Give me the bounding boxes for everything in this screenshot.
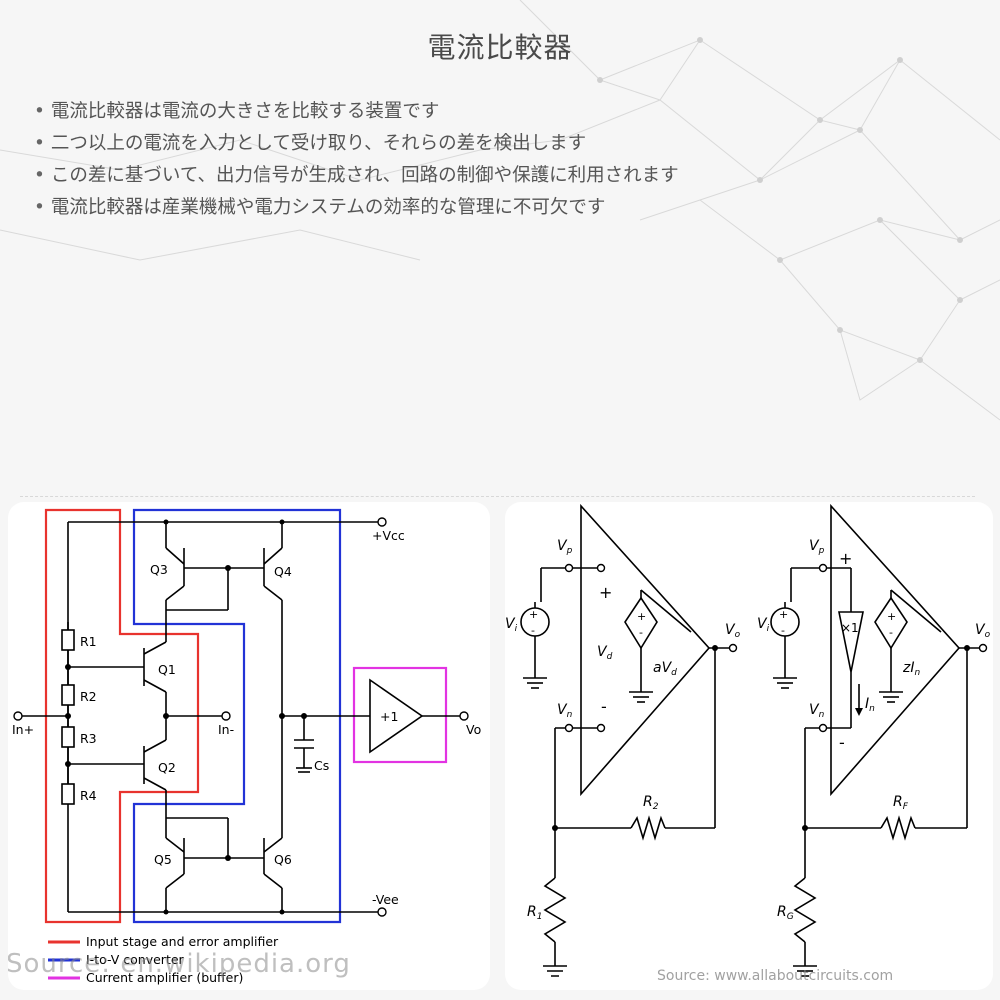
label-q4: Q4 <box>274 564 292 579</box>
svg-text:+: + <box>887 610 896 623</box>
label-r4: R4 <box>80 788 97 803</box>
label-minus-2: - <box>839 733 845 752</box>
label-vi: Vi <box>505 616 518 634</box>
resistor-r1 <box>61 629 75 651</box>
label-in: In <box>865 696 875 714</box>
label-q6: Q6 <box>274 852 292 867</box>
watermark-left: Source: en.wikipedia.org <box>8 949 351 979</box>
label-r3: R3 <box>80 731 97 746</box>
label-buffer: +1 <box>380 709 398 724</box>
i-to-v-box <box>132 508 342 924</box>
svg-text:-: - <box>889 626 893 639</box>
label-vo-2: Vo <box>975 622 991 640</box>
label-vi-2: Vi <box>757 616 770 634</box>
label-r2: R2 <box>80 689 97 704</box>
transistor-schematic: +Vcc -Vee Q3 Q4 Q1 Q2 Q5 Q6 R1 R2 R3 R4 … <box>8 508 481 985</box>
label-in-minus: In- <box>218 722 234 737</box>
svg-text:-: - <box>781 624 785 637</box>
label-q2: Q2 <box>158 760 176 775</box>
label-vp-2: Vp <box>809 538 825 556</box>
label-plus: + <box>599 583 612 602</box>
label-zin: zIn <box>902 660 920 678</box>
label-minus: - <box>601 697 607 716</box>
buffer-box <box>352 666 448 764</box>
svg-text:-: - <box>531 624 535 637</box>
resistor-r4 <box>61 783 75 805</box>
svg-text:+: + <box>529 608 538 621</box>
label-vcc: +Vcc <box>372 528 405 543</box>
label-vn-2: Vn <box>809 702 825 720</box>
label-vee: -Vee <box>372 892 399 907</box>
label-q3: Q3 <box>150 562 168 577</box>
label-avd: aVd <box>653 660 677 678</box>
legend: Input stage and error amplifier I-to-V c… <box>48 934 279 985</box>
svg-text:+: + <box>637 610 646 623</box>
label-vp: Vp <box>557 538 573 556</box>
svg-text:-: - <box>639 626 643 639</box>
legend-item: Input stage and error amplifier <box>86 934 279 949</box>
slide-title: 電流比較器 <box>427 31 573 64</box>
label-cs: Cs <box>314 758 329 773</box>
label-rg: RG <box>777 904 794 922</box>
label-in-plus: In+ <box>12 722 34 737</box>
label-r1: R1 <box>80 634 97 649</box>
label-rf: RF <box>893 794 909 812</box>
bullet-item: 二つ以上の電流を入力として受け取り、それらの差を検出します <box>34 128 679 160</box>
label-vo: Vo <box>466 722 481 737</box>
label-vo: Vo <box>725 622 741 640</box>
bullet-item: 電流比較器は産業機械や電力システムの効率的な管理に不可欠です <box>34 192 679 224</box>
label-q5: Q5 <box>154 852 172 867</box>
label-x1: ×1 <box>841 621 859 635</box>
label-vd: Vd <box>597 644 613 662</box>
bullet-list: 電流比較器は電流の大きさを比較する装置です 二つ以上の電流を入力として受け取り、… <box>34 96 679 224</box>
svg-text:+: + <box>779 608 788 621</box>
label-r1: R1 <box>527 904 542 922</box>
resistor-r2 <box>61 684 75 706</box>
circuit-panel-right: + - + - + - + - Vp Vn Vi Vd aVd Vo R2 R1 + -… <box>505 502 993 990</box>
bullet-item: この差に基づいて、出力信号が生成され、回路の制御や保護に利用されます <box>34 160 679 192</box>
resistor-r3 <box>61 726 75 748</box>
watermark-right: Source: www.allaboutcircuits.com <box>657 968 893 984</box>
bullet-item: 電流比較器は電流の大きさを比較する装置です <box>34 96 679 128</box>
label-plus-2: + <box>839 549 852 568</box>
legend-item: I-to-V converter <box>86 952 185 967</box>
legend-item: Current amplifier (buffer) <box>86 970 243 985</box>
section-divider <box>20 496 975 497</box>
circuit-panel-left: +Vcc -Vee Q3 Q4 Q1 Q2 Q5 Q6 R1 R2 R3 R4 … <box>8 502 490 990</box>
background-network-pattern <box>0 0 1000 421</box>
input-stage-box <box>44 508 200 924</box>
label-vn: Vn <box>557 702 573 720</box>
opamp-schematic: + - + - + - + - Vp Vn Vi Vd aVd Vo R2 R1 + -… <box>505 503 991 984</box>
label-r2: R2 <box>643 794 659 812</box>
label-q1: Q1 <box>158 662 176 677</box>
